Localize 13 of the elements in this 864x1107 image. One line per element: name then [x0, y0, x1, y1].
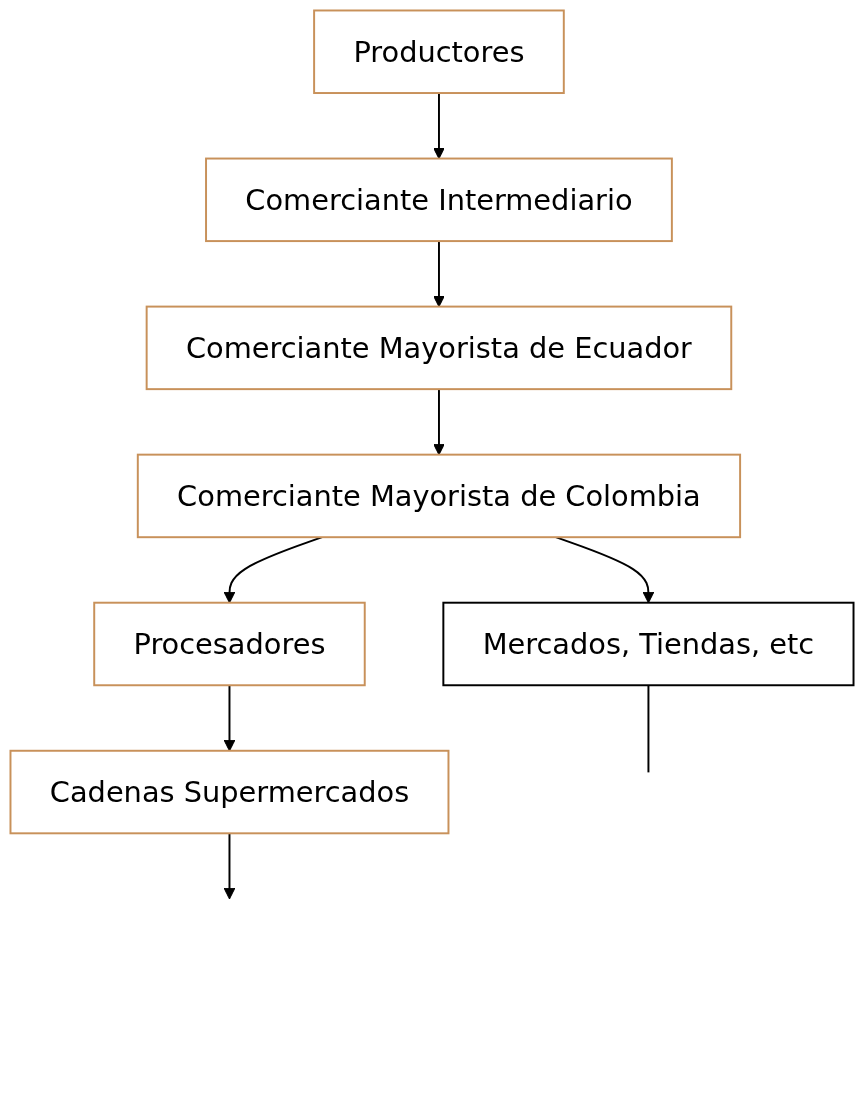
node-box: Productores [313, 9, 565, 94]
node-box: Comerciante Intermediario [205, 157, 673, 243]
arrow [223, 684, 236, 752]
node-box: Comerciante Mayorista de Colombia [136, 453, 742, 539]
node-box: Mercados, Tiendas, etc [442, 601, 855, 687]
arrow [433, 388, 445, 456]
node-box: Comerciante Mayorista de Ecuador [145, 305, 733, 391]
arrow [433, 240, 445, 308]
arrow [433, 92, 445, 160]
arrow [223, 832, 236, 900]
connector [647, 684, 650, 774]
node-box: Cadenas Supermercados [9, 749, 450, 835]
node-box: Procesadores [93, 601, 366, 687]
